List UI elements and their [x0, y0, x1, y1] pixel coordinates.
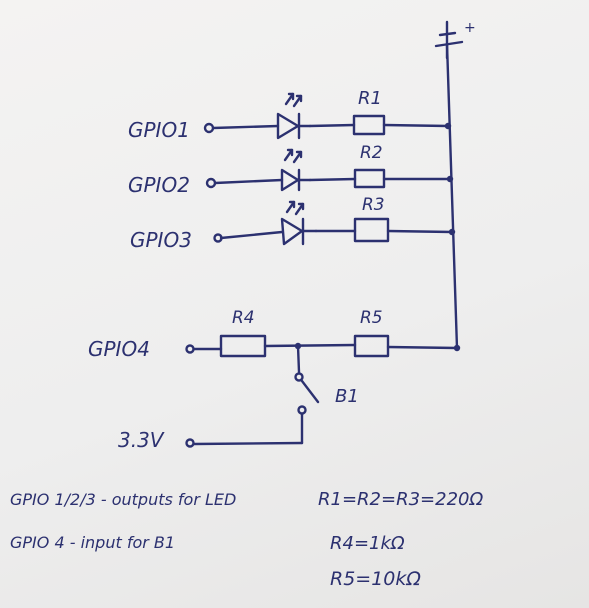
note-r4: R4=1kΩ: [330, 533, 405, 554]
r4-resistor: [219, 334, 267, 358]
b1-contact-top: [294, 372, 304, 382]
supply-rail: +: [434, 20, 476, 352]
led3-diode: [280, 217, 318, 246]
led2-light-arrows: [283, 148, 303, 164]
r3-resistor: [353, 217, 390, 243]
gpio4-terminal: [185, 344, 195, 354]
r4-label: R4: [232, 308, 255, 328]
r2-label: R2: [360, 143, 383, 163]
button-b1: B1: [294, 344, 359, 445]
b1-contact-bottom: [297, 405, 307, 415]
vcc-label: 3.3V: [118, 428, 165, 452]
gpio2-label: GPIO2: [128, 173, 190, 197]
led-branch-2: GPIO2 R2: [128, 143, 452, 197]
gpio4-label: GPIO4: [88, 337, 150, 361]
r3-label: R3: [362, 195, 385, 215]
notes: GPIO 1/2/3 - outputs for LED GPIO 4 - in…: [10, 489, 483, 590]
vcc-branch: 3.3V: [118, 428, 304, 452]
r1-resistor: [352, 114, 386, 136]
b1-switch-lever: [300, 379, 320, 404]
note-outputs: GPIO 1/2/3 - outputs for LED: [10, 490, 236, 509]
led2-diode: [280, 168, 312, 192]
gpio3-label: GPIO3: [130, 228, 192, 252]
led1-light-arrows: [284, 92, 303, 108]
input-branch: GPIO4 R4 R5: [88, 308, 459, 361]
r1-label: R1: [358, 88, 382, 109]
note-r5: R5=10kΩ: [330, 568, 421, 590]
r5-label: R5: [360, 308, 383, 328]
led1-diode: [276, 112, 312, 140]
vcc-terminal: [185, 438, 195, 448]
led-branch-3: GPIO3 R3: [130, 195, 454, 252]
led3-light-arrows: [285, 200, 305, 216]
b1-label: B1: [335, 386, 359, 407]
led-branch-1: GPIO1 R1: [128, 88, 450, 142]
gpio1-label: GPIO1: [128, 118, 190, 142]
r2-resistor: [353, 168, 386, 189]
note-input: GPIO 4 - input for B1: [10, 533, 175, 552]
r5-resistor: [353, 334, 390, 358]
supply-symbol: +: [464, 20, 476, 36]
note-r123: R1=R2=R3=220Ω: [318, 489, 483, 510]
